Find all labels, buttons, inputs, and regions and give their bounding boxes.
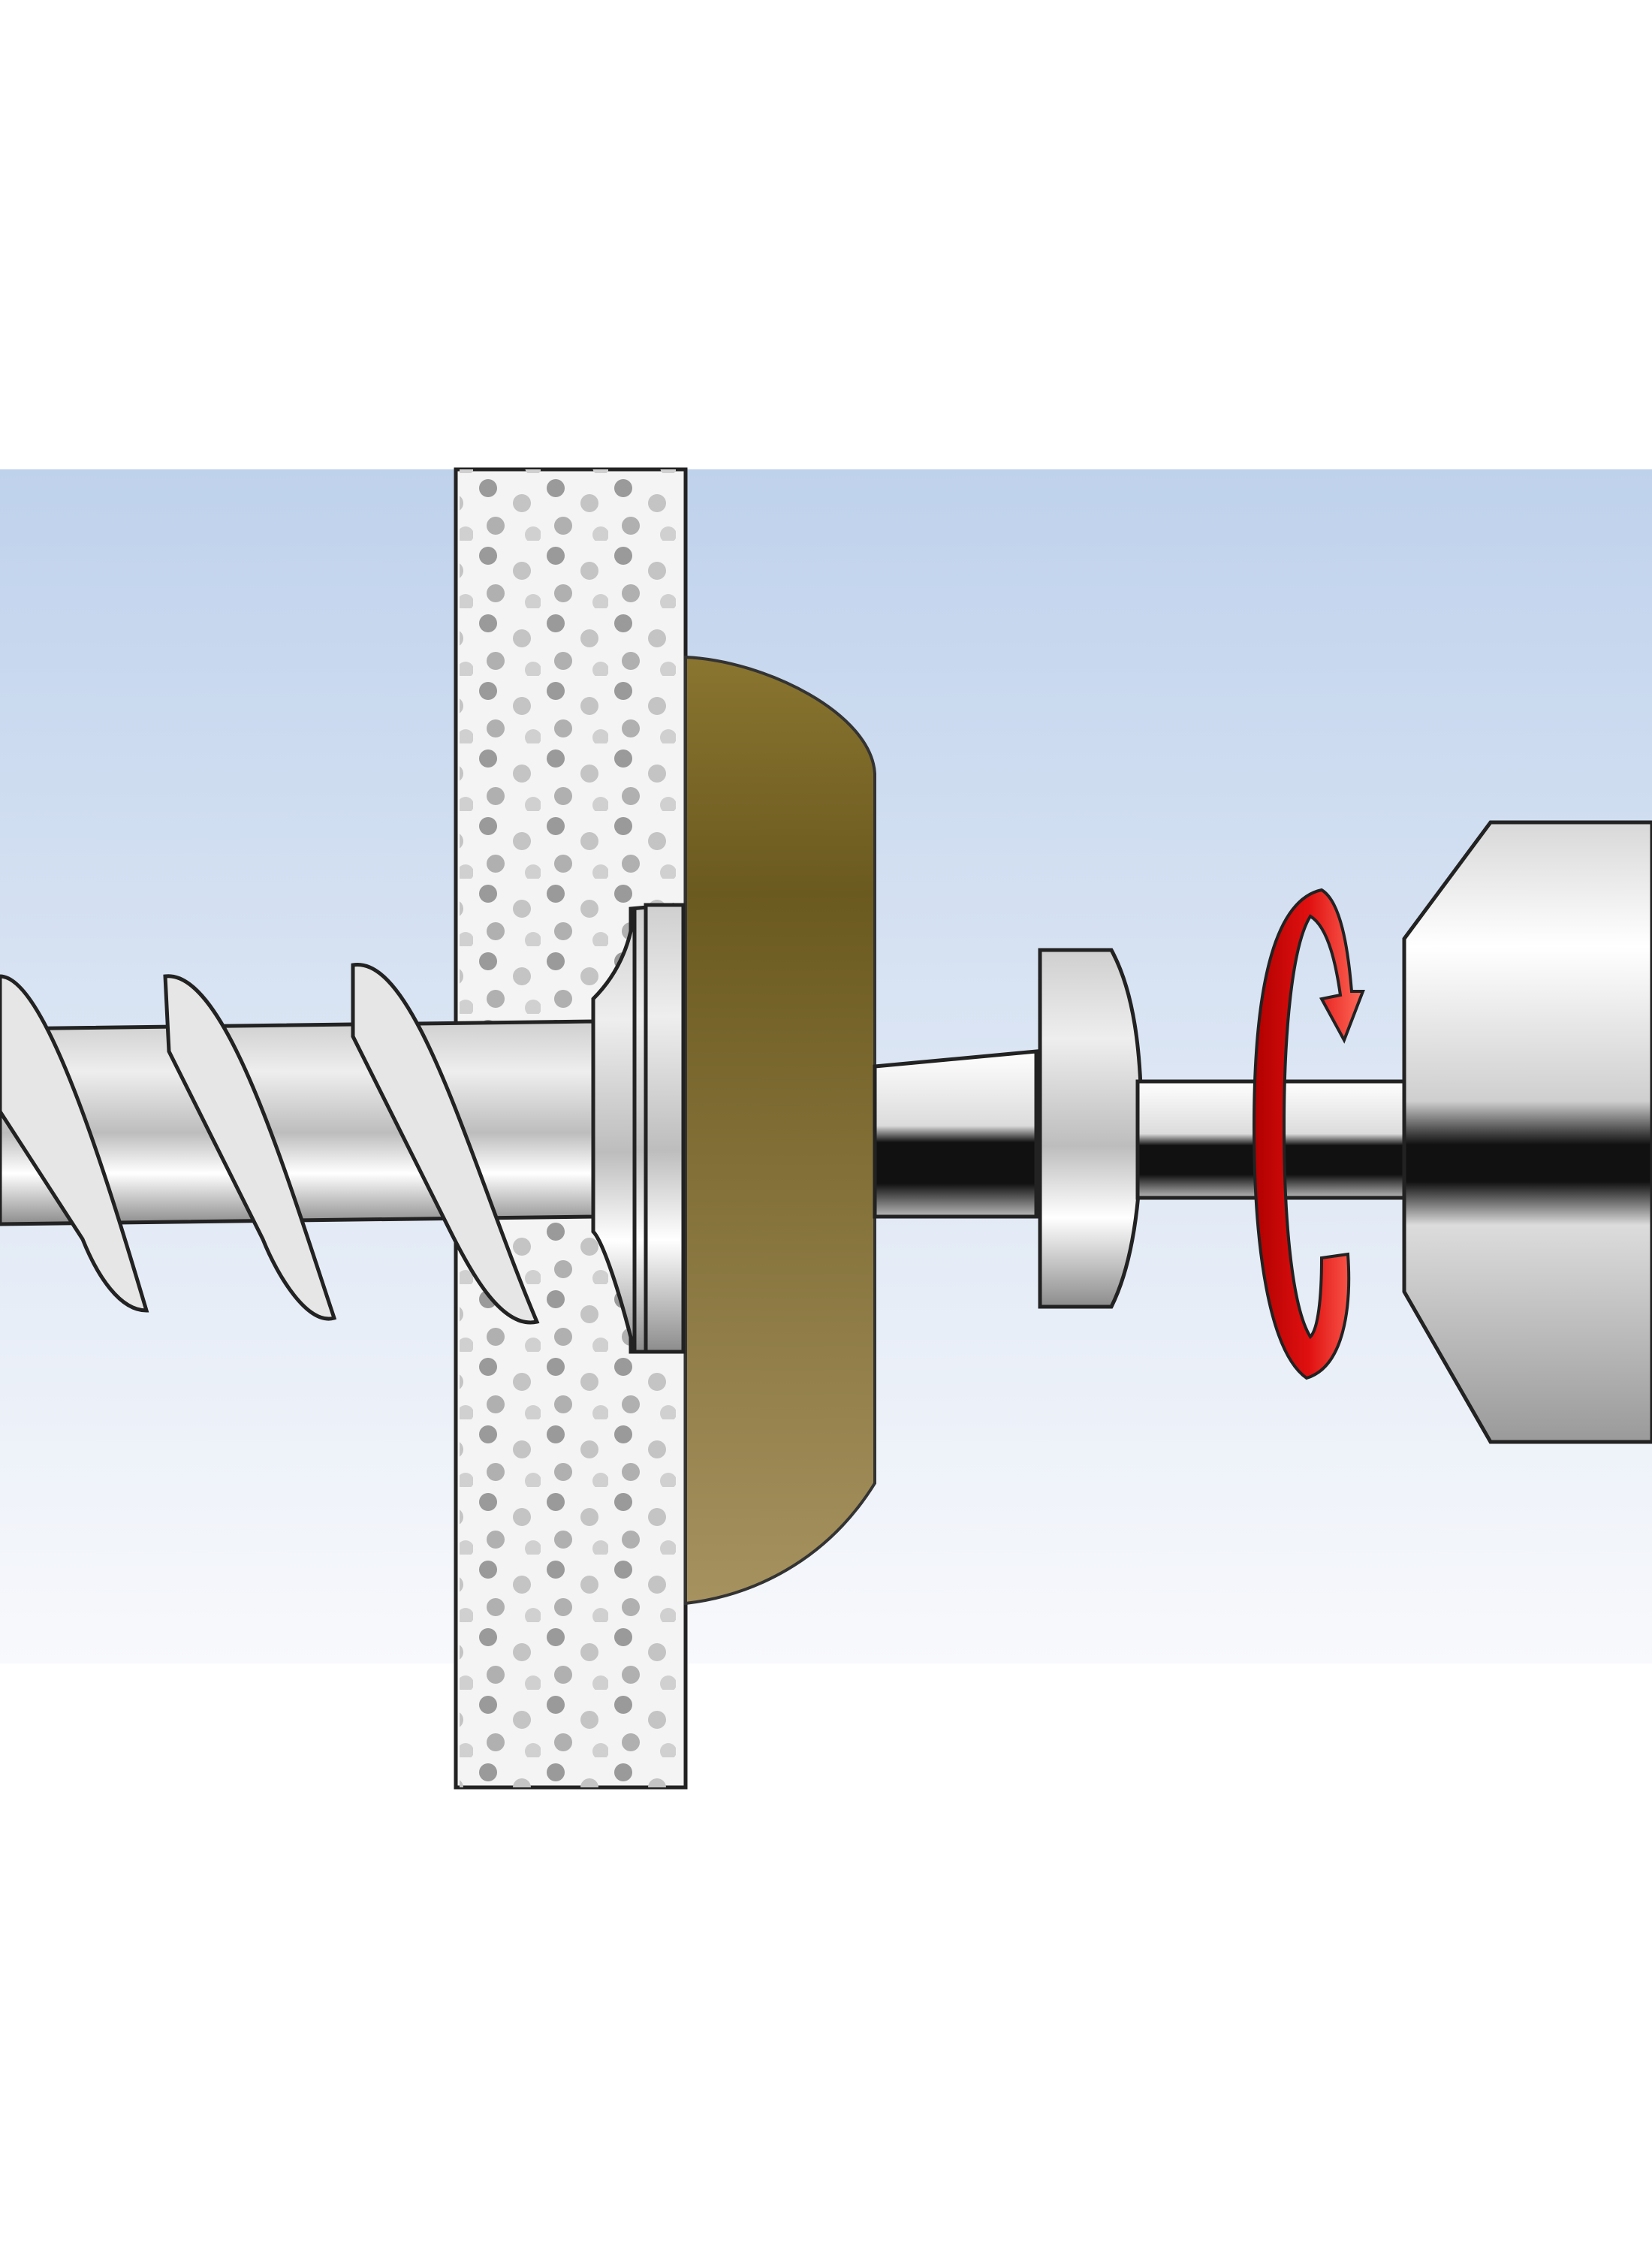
drill-chuck: [1402, 820, 1652, 1444]
self-drilling-anchor: [0, 903, 686, 1354]
rotation-arrow-icon: [1252, 888, 1365, 1380]
wooden-fixture: [684, 655, 876, 1606]
